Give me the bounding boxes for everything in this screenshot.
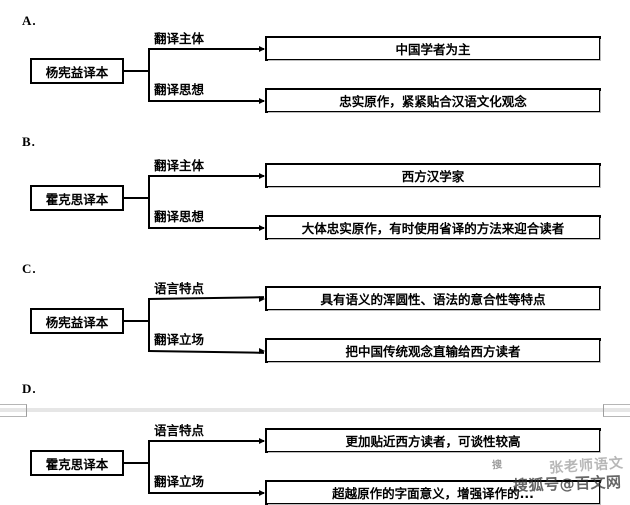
target-node-bottom-a: 忠实原作，紧紧贴合汉语文化观念 bbox=[265, 88, 601, 113]
arrowhead-bottom-d bbox=[259, 489, 265, 496]
branch-label-bottom-d: 翻译立场 bbox=[154, 474, 205, 489]
arrowhead-top-b bbox=[259, 172, 265, 179]
branch-label-top-d: 语言特点 bbox=[154, 423, 205, 438]
connector-arm-bottom-a bbox=[148, 100, 264, 102]
connector-arm-bottom-b bbox=[148, 227, 264, 229]
target-node-bottom-d: 超越原作的字面意义，增强译作的... bbox=[265, 480, 601, 505]
connector-bus-b bbox=[148, 175, 150, 229]
diagram-b: 霍克思译本 翻译主体 翻译思想 西方汉学家 大体忠实原作，有时使用省译的方法来迎… bbox=[0, 159, 630, 240]
connector-arm-bottom-d bbox=[148, 492, 264, 494]
source-node-b: 霍克思译本 bbox=[30, 185, 124, 211]
diagram-c: 杨宪益译本 语言特点 翻译立场 具有语义的浑圆性、语法的意合性等特点 把中国传统… bbox=[0, 282, 630, 363]
connector-arm-top-d bbox=[148, 440, 264, 442]
target-node-bottom-b: 大体忠实原作，有时使用省译的方法来迎合读者 bbox=[265, 215, 601, 240]
connector-bus-d bbox=[148, 440, 150, 494]
source-node-a: 杨宪益译本 bbox=[30, 58, 124, 84]
branch-label-top-a: 翻译主体 bbox=[154, 31, 205, 46]
arrowhead-top-d bbox=[259, 437, 265, 444]
target-node-top-c: 具有语义的浑圆性、语法的意合性等特点 bbox=[265, 286, 601, 311]
option-letter-c: C. bbox=[22, 261, 37, 276]
connector-bus-a bbox=[148, 48, 150, 102]
target-node-bottom-c: 把中国传统观念直输给西方读者 bbox=[265, 338, 601, 363]
option-letter-a: A. bbox=[22, 13, 37, 28]
connector-bus-c bbox=[148, 298, 150, 352]
connector-stem-d bbox=[124, 462, 150, 464]
arrowhead-bottom-b bbox=[259, 224, 265, 231]
page-break-mark-left bbox=[0, 404, 27, 417]
arrowhead-bottom-a bbox=[259, 97, 265, 104]
arrowhead-top-a bbox=[259, 45, 265, 52]
connector-arm-top-b bbox=[148, 175, 264, 177]
connector-arm-bottom-c bbox=[147, 350, 265, 354]
target-node-top-a: 中国学者为主 bbox=[265, 36, 601, 61]
option-letter-d: D. bbox=[22, 381, 37, 396]
page-break-indicator bbox=[0, 404, 630, 417]
connector-arm-top-c bbox=[147, 296, 265, 300]
arrowhead-bottom-c bbox=[259, 347, 265, 354]
diagram-d: 霍克思译本 语言特点 翻译立场 更加贴近西方读者，可谈性较高 超越原作的字面意义… bbox=[0, 424, 630, 505]
option-letter-b: B. bbox=[22, 134, 36, 149]
branch-label-top-b: 翻译主体 bbox=[154, 158, 205, 173]
connector-arm-top-a bbox=[148, 48, 264, 50]
target-node-top-b: 西方汉学家 bbox=[265, 163, 601, 188]
branch-label-bottom-a: 翻译思想 bbox=[154, 82, 205, 97]
branch-label-bottom-b: 翻译思想 bbox=[154, 209, 205, 224]
source-node-d: 霍克思译本 bbox=[30, 450, 124, 476]
connector-stem-a bbox=[124, 70, 150, 72]
connector-stem-b bbox=[124, 197, 150, 199]
target-node-top-d: 更加贴近西方读者，可谈性较高 bbox=[265, 428, 601, 453]
source-node-c: 杨宪益译本 bbox=[30, 308, 124, 334]
arrowhead-top-c bbox=[259, 295, 265, 302]
page-break-mark-right bbox=[603, 404, 630, 417]
diagram-a: 杨宪益译本 翻译主体 翻译思想 中国学者为主 忠实原作，紧紧贴合汉语文化观念 bbox=[0, 32, 630, 113]
page-break-band bbox=[0, 408, 630, 412]
branch-label-top-c: 语言特点 bbox=[154, 281, 205, 296]
branch-label-bottom-c: 翻译立场 bbox=[154, 332, 205, 347]
connector-stem-c bbox=[124, 320, 150, 322]
